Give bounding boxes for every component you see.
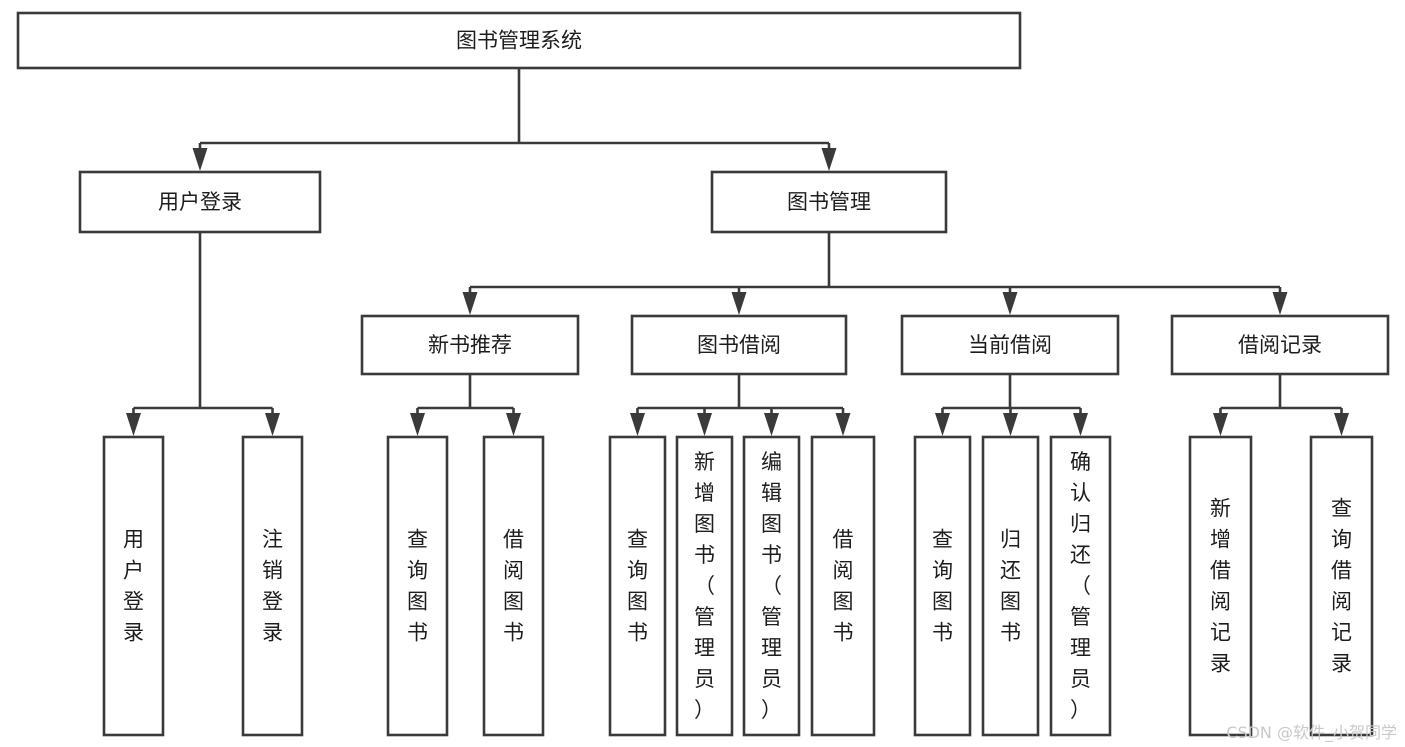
edge-group-n3a — [410, 374, 521, 436]
node-新增图书管理员[interactable]: 新增图书（管理员） — [675, 435, 734, 737]
node-图书管理系统[interactable]: 图书管理系统 — [16, 11, 1022, 70]
node-label: 图书借阅 — [697, 333, 781, 357]
node-注销登录[interactable]: 注销登录 — [241, 435, 304, 737]
node-label: 当前借阅 — [968, 333, 1052, 357]
node-label: 注销登录 — [262, 528, 283, 645]
arrow-head-icon — [764, 413, 779, 436]
node-box[interactable] — [360, 314, 580, 376]
arrow-head-icon — [410, 413, 425, 436]
arrow-head-icon — [462, 292, 478, 315]
node-box[interactable] — [630, 314, 848, 376]
node-box[interactable] — [742, 435, 801, 737]
node-查询图书[interactable]: 查询图书 — [608, 435, 667, 737]
arrow-head-icon — [935, 413, 950, 436]
node-用户登录[interactable]: 用户登录 — [78, 170, 322, 234]
node-box[interactable] — [482, 435, 545, 737]
node-图书管理[interactable]: 图书管理 — [710, 170, 948, 234]
arrow-head-icon — [506, 413, 521, 436]
node-label: 编辑图书（管理员） — [761, 450, 782, 722]
node-box[interactable] — [386, 435, 449, 737]
edge-group-n2b — [462, 232, 1288, 315]
node-label: 归还图书 — [1000, 528, 1021, 645]
node-新增借阅记录[interactable]: 新增借阅记录 — [1188, 435, 1253, 737]
arrow-head-icon — [731, 292, 747, 315]
node-box[interactable] — [913, 435, 972, 737]
arrow-head-icon — [697, 413, 712, 436]
node-label: 查询图书 — [407, 528, 428, 645]
node-图书借阅[interactable]: 图书借阅 — [630, 314, 848, 376]
edge-group-n3c — [935, 374, 1088, 436]
arrow-head-icon — [835, 413, 851, 436]
node-新书推荐[interactable]: 新书推荐 — [360, 314, 580, 376]
arrow-head-icon — [192, 148, 208, 171]
node-box[interactable] — [900, 314, 1120, 376]
node-借阅图书[interactable]: 借阅图书 — [482, 435, 545, 737]
node-box[interactable] — [710, 170, 948, 234]
arrow-head-icon — [1003, 413, 1018, 436]
edge-layer — [126, 68, 1349, 436]
node-label: 新增借阅记录 — [1210, 497, 1231, 676]
node-查询图书[interactable]: 查询图书 — [386, 435, 449, 737]
node-查询借阅记录[interactable]: 查询借阅记录 — [1309, 435, 1374, 737]
edge-group-n3b — [630, 374, 851, 436]
node-layer: 图书管理系统用户登录图书管理新书推荐图书借阅当前借阅借阅记录用户登录注销登录查询… — [16, 11, 1390, 737]
node-label: 借阅记录 — [1238, 333, 1322, 357]
node-box[interactable] — [78, 170, 322, 234]
node-box[interactable] — [1188, 435, 1253, 737]
node-box[interactable] — [1049, 435, 1112, 737]
node-借阅记录[interactable]: 借阅记录 — [1170, 314, 1390, 376]
node-label: 新增图书（管理员） — [694, 450, 715, 722]
node-box[interactable] — [1170, 314, 1390, 376]
node-label: 查询图书 — [627, 528, 648, 645]
arrow-head-icon — [1213, 413, 1228, 436]
edge-group-n2a — [126, 232, 280, 436]
node-box[interactable] — [810, 435, 876, 737]
node-借阅图书[interactable]: 借阅图书 — [810, 435, 876, 737]
arrow-head-icon — [1272, 292, 1288, 315]
arrow-head-icon — [1073, 413, 1088, 436]
arrow-head-icon — [1002, 292, 1018, 315]
node-当前借阅[interactable]: 当前借阅 — [900, 314, 1120, 376]
node-确认归还管理员[interactable]: 确认归还（管理员） — [1049, 435, 1112, 737]
arrow-head-icon — [821, 148, 837, 171]
node-label: 查询借阅记录 — [1331, 497, 1352, 676]
arrow-head-icon — [630, 413, 645, 436]
arrow-head-icon — [1334, 413, 1349, 436]
node-label: 图书管理 — [787, 190, 871, 214]
node-label: 确认归还（管理员） — [1070, 450, 1091, 722]
node-用户登录[interactable]: 用户登录 — [102, 435, 165, 737]
node-label: 借阅图书 — [833, 528, 854, 645]
node-box[interactable] — [16, 11, 1022, 70]
arrow-head-icon — [265, 413, 280, 436]
node-查询图书[interactable]: 查询图书 — [913, 435, 972, 737]
node-编辑图书管理员[interactable]: 编辑图书（管理员） — [742, 435, 801, 737]
arrow-head-icon — [126, 413, 141, 436]
node-归还图书[interactable]: 归还图书 — [981, 435, 1040, 737]
node-label: 新书推荐 — [428, 333, 512, 357]
node-box[interactable] — [608, 435, 667, 737]
node-box[interactable] — [1309, 435, 1374, 737]
edge-group-n3d — [1213, 374, 1349, 436]
node-label: 查询图书 — [932, 528, 953, 645]
edge-group-root — [192, 68, 837, 171]
node-label: 借阅图书 — [503, 528, 524, 645]
node-label: 用户登录 — [123, 528, 144, 645]
node-label: 图书管理系统 — [456, 29, 582, 53]
node-box[interactable] — [102, 435, 165, 737]
node-box[interactable] — [675, 435, 734, 737]
node-label: 用户登录 — [158, 190, 242, 214]
node-box[interactable] — [241, 435, 304, 737]
node-box[interactable] — [981, 435, 1040, 737]
